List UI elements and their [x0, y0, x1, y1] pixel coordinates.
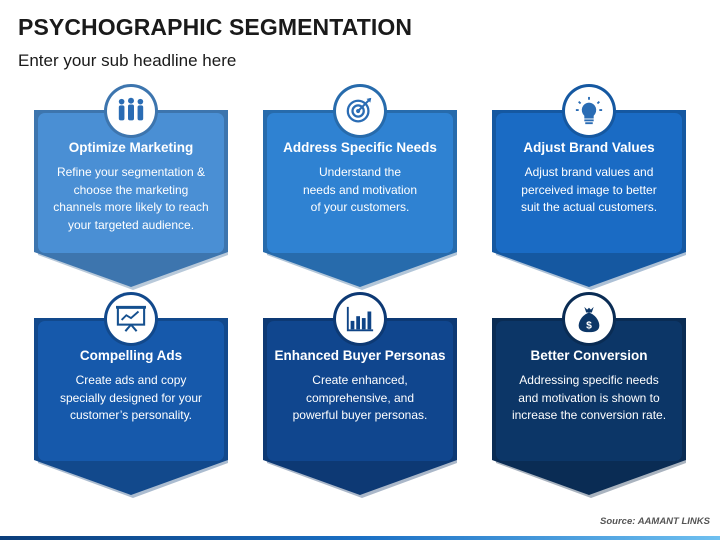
card-title: Optimize Marketing: [68, 140, 194, 155]
card-description-line: increase the conversion rate.: [511, 408, 667, 422]
card-description-line: channels more likely to reach: [53, 200, 209, 214]
bar-chart-icon-glyph: [346, 306, 374, 332]
card-address-specific-needs: Address Specific Needs Understand the ne…: [263, 84, 457, 290]
card-description-line: needs and motivation: [302, 182, 418, 197]
card-title: Compelling Ads: [79, 348, 183, 363]
presentation-chart-icon: [113, 304, 149, 334]
card-background: [492, 292, 686, 498]
target-icon-glyph: [346, 97, 372, 123]
svg-text:$: $: [586, 320, 592, 331]
card-description-line: of your customers.: [310, 200, 410, 214]
target-icon: [342, 96, 378, 126]
card-panel: [267, 321, 453, 461]
source-note: Source: AAMANT LINKS: [600, 516, 710, 527]
card-description: Understand the needs and motivation of y…: [271, 164, 449, 217]
presentation-chart-icon-glyph: [116, 305, 146, 332]
card-description-line: Create ads and copy: [75, 373, 187, 387]
card-background: [34, 292, 228, 498]
card-better-conversion: $ Better Conversion Addressing specific …: [492, 292, 686, 498]
page-subtitle: Enter your sub headline here: [18, 51, 237, 70]
card-background: [492, 84, 686, 290]
card-description: Create enhanced, comprehensive, and powe…: [271, 372, 449, 425]
card-compelling-ads: Compelling Ads Create ads and copy speci…: [34, 292, 228, 498]
card-description-line: suit the actual customers.: [520, 200, 658, 214]
card-enhanced-buyer-personas: Enhanced Buyer Personas Create enhanced,…: [263, 292, 457, 498]
card-panel: [496, 113, 682, 253]
card-panel: [496, 321, 682, 461]
card-title: Address Specific Needs: [283, 140, 437, 155]
card-title: Better Conversion: [530, 348, 648, 363]
people-icon: [113, 96, 149, 126]
card-panel: [267, 113, 453, 253]
bottom-gradient-bar: [0, 536, 720, 540]
card-description-line: perceived image to better: [521, 182, 657, 197]
card-title: Adjust Brand Values: [523, 140, 655, 155]
card-description-line: Addressing specific needs: [519, 373, 659, 387]
card-description-line: Adjust brand values and: [524, 165, 654, 179]
card-description-line: comprehensive, and: [305, 390, 415, 405]
lightbulb-icon-glyph: [575, 96, 603, 125]
card-description-line: choose the marketing: [73, 182, 189, 197]
card-description-line: powerful buyer personas.: [292, 408, 428, 422]
card-optimize-marketing: Optimize Marketing Refine your segmentat…: [34, 84, 228, 290]
lightbulb-icon: [571, 96, 607, 126]
card-description-line: customer’s personality.: [69, 408, 193, 422]
card-panel: [38, 321, 224, 461]
money-bag-icon: $: [571, 304, 607, 334]
money-bag-icon-glyph: $: [578, 306, 600, 333]
card-description-line: your targeted audience.: [67, 217, 195, 232]
card-description-line: Refine your segmentation &: [56, 165, 206, 179]
page-title: PSYCHOGRAPHIC SEGMENTATION: [18, 14, 413, 40]
people-icon-glyph: [118, 97, 144, 121]
card-description: Adjust brand values and perceived image …: [500, 164, 678, 217]
card-adjust-brand-values: Adjust Brand Values Adjust brand values …: [492, 84, 686, 290]
card-description: Addressing specific needs and motivation…: [500, 372, 678, 425]
card-description-line: Create enhanced,: [312, 373, 408, 387]
bar-chart-icon: [342, 304, 378, 334]
card-description-line: and motivation is shown to: [518, 390, 660, 405]
card-title: Enhanced Buyer Personas: [274, 348, 446, 363]
card-panel: [38, 113, 224, 253]
card-description: Refine your segmentation & choose the ma…: [42, 164, 220, 234]
card-description-line: specially designed for your: [59, 390, 203, 405]
card-description-line: Understand the: [318, 165, 402, 179]
card-description: Create ads and copy specially designed f…: [42, 372, 220, 425]
